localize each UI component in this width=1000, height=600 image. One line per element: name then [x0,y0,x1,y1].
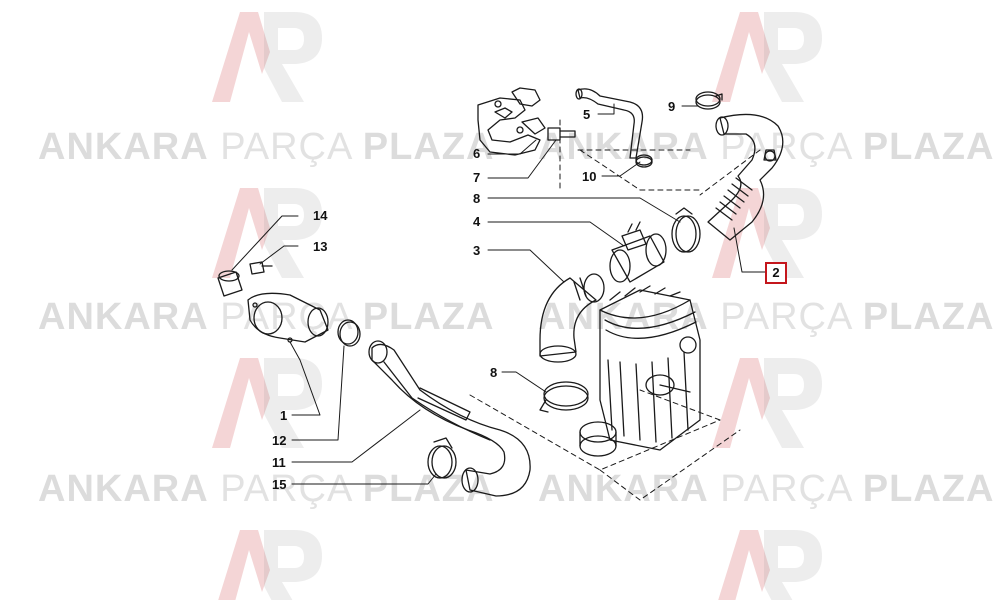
leader-15 [291,473,437,485]
callout-3: 3 [473,243,481,258]
part-12-clamp [337,319,361,347]
watermark-logo-icon [212,358,322,448]
callout-10: 10 [582,169,597,184]
watermark-text-mid-right: ANKARA PARÇA PLAZA [538,296,995,338]
callout-5: 5 [583,107,591,122]
watermark-logo-icon [212,188,322,278]
part-13-fitting [249,261,273,275]
watermark-text-top-right: ANKARA PARÇA PLAZA [538,126,995,168]
watermark-text-top-left: ANKARA PARÇA PLAZA [38,126,495,168]
leader-4 [487,221,625,247]
part-3-elbow-hose [539,273,605,363]
leader-2 [733,227,767,273]
leader-3 [487,249,565,283]
air-filter-housing [599,285,701,451]
part-10-small-clamp [635,154,653,168]
callout-2-highlighted: 2 [765,262,787,284]
leader-5 [597,103,615,115]
part-8-clamp-lower [539,381,589,413]
callout-12: 12 [272,433,287,448]
part-15-clamp [427,437,457,479]
callout-8-lower: 8 [490,365,498,380]
leader-11 [291,409,421,463]
part-1-adapter [247,292,329,343]
callout-4: 4 [473,214,481,229]
watermark-text-bottom-left: ANKARA PARÇA PLAZA [38,468,495,510]
callout-7: 7 [473,170,481,185]
part-14-cap [217,270,243,297]
callout-6: 6 [473,146,481,161]
leader-10 [601,161,641,177]
part-4-maf-sensor [609,221,667,283]
lower-sleeve [579,421,617,457]
leader-7 [487,139,557,179]
callout-11: 11 [272,455,286,470]
callout-13: 13 [313,239,328,254]
part-11-intake-duct [368,340,531,497]
leader-13 [259,245,299,265]
leader-8-lower [501,371,547,393]
watermark-logo-icon [212,12,322,102]
callout-15: 15 [272,477,287,492]
leader-14 [231,215,299,271]
leader-12 [291,345,345,441]
watermark-logo-icon [712,12,822,102]
watermark-text-bottom-right: ANKARA PARÇA PLAZA [538,468,995,510]
part-6-bracket [477,87,546,156]
leader-1 [289,341,321,416]
callout-9: 9 [668,99,676,114]
part-7-bolt [547,127,576,141]
part-8-clamp-upper [671,207,701,253]
callout-8-upper: 8 [473,191,481,206]
callout-1: 1 [280,408,288,423]
watermark-text-mid-left: ANKARA PARÇA PLAZA [38,296,495,338]
watermark-logo-icon [712,358,822,448]
leader-6 [487,139,537,155]
part-5-breather-hose [575,88,644,159]
part-2-air-duct [707,113,784,241]
leader-8-upper [487,197,681,223]
callout-14: 14 [313,208,328,223]
watermark-logo-icon [712,530,822,600]
part-9-clamp [695,91,723,110]
watermark-logo-icon [212,530,322,600]
